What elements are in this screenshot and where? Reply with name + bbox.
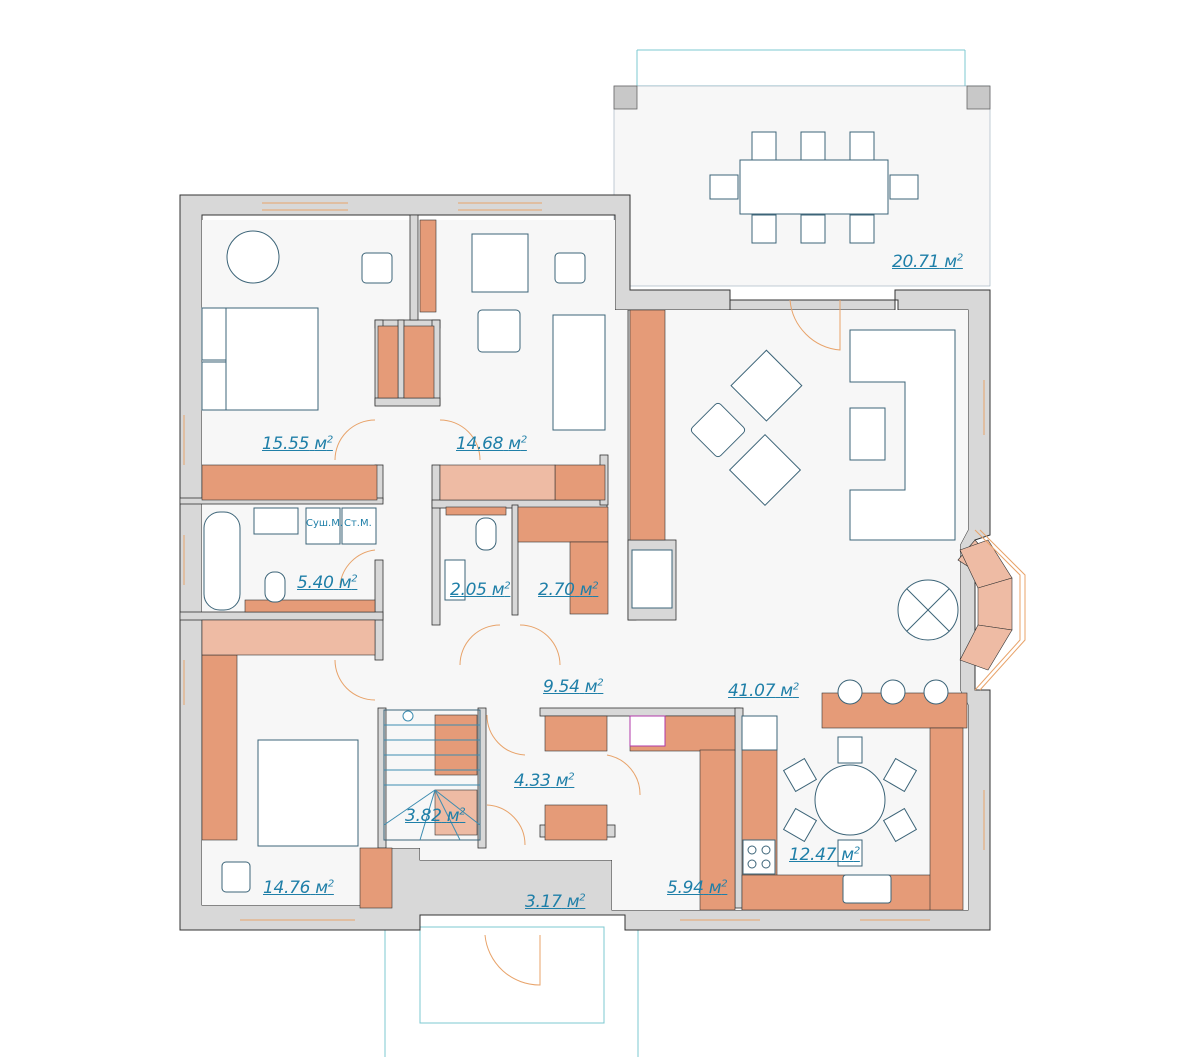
room-area-terrace: 20.71 м2 [892, 252, 963, 272]
room-area-wardrobe: 2.70 м2 [538, 580, 599, 600]
room-area-bedroom-1: 15.55 м2 [262, 434, 333, 454]
room-area-bathroom: 5.40 м2 [297, 573, 358, 593]
room-area-stairs: 3.82 м2 [405, 806, 466, 826]
room-area-corridor: 4.33 м2 [514, 771, 575, 791]
windows [183, 202, 985, 921]
furniture [201, 131, 959, 904]
washer-label: Ст.М. [344, 518, 372, 529]
room-area-hall: 9.54 м2 [543, 677, 604, 697]
room-area-living-room: 41.07 м2 [728, 681, 799, 701]
room-area-vestibule: 3.17 м2 [525, 892, 586, 912]
room-area-bedroom-3: 14.76 м2 [263, 878, 334, 898]
room-area-wc: 2.05 м2 [450, 580, 511, 600]
room-area-pantry: 5.94 м2 [667, 878, 728, 898]
doors [334, 299, 841, 986]
dryer-label: Суш.М. [306, 518, 344, 529]
room-area-kitchen: 12.47 м2 [789, 845, 860, 865]
room-area-bedroom-2: 14.68 м2 [456, 434, 527, 454]
